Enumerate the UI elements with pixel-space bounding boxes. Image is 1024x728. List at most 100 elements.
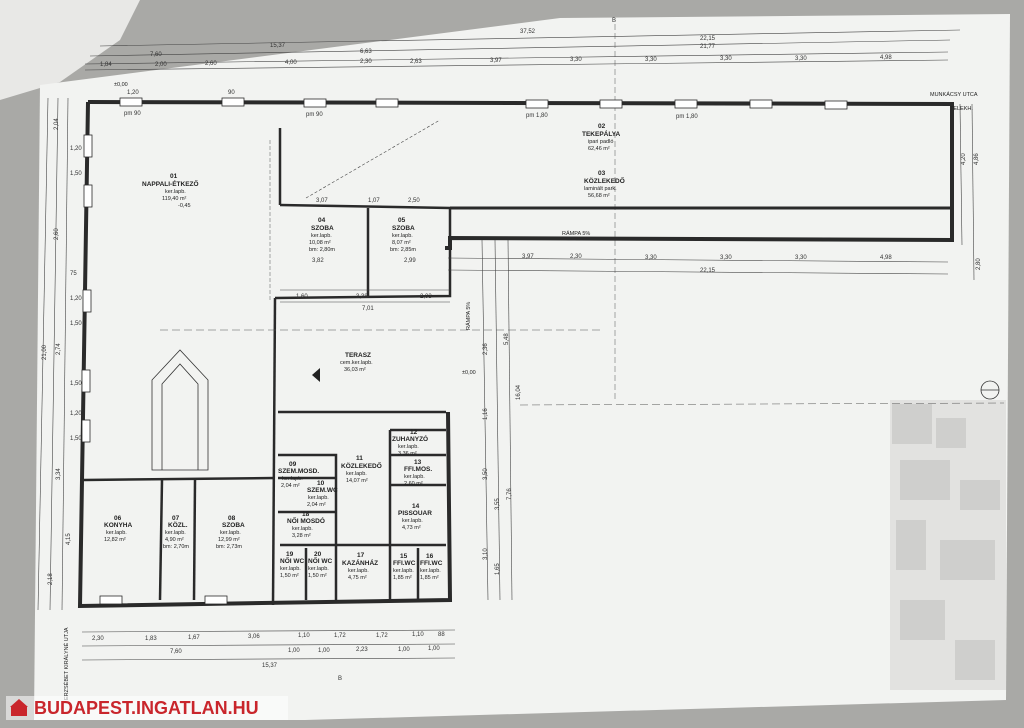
- window-tag: pm 1,80: [526, 113, 548, 119]
- dim-bottom: 2,30: [92, 636, 104, 642]
- top-dimension-lines: [84, 29, 961, 71]
- house-icon: [10, 699, 28, 717]
- dim-bottom: 7,60: [170, 649, 182, 655]
- room-name: KÖZL.: [168, 520, 188, 529]
- dim-top: 2,60: [205, 61, 217, 67]
- room-floor: cem.ker.lapb.: [340, 360, 373, 366]
- dim-top: 3,30: [720, 56, 732, 62]
- dim-bottom: 1,00: [428, 646, 440, 652]
- dim-top: 4,98: [880, 55, 892, 61]
- dim-left: 1,50: [70, 381, 82, 387]
- dim-inner: 1,07: [368, 198, 380, 204]
- room-number: 20: [314, 551, 322, 558]
- room-06: 06 KONYHA ker.lapb. 12,82 m²: [104, 515, 132, 543]
- plot-label: TELEKH.: [950, 106, 973, 112]
- room-name: NAPPALI-ÉTKEZŐ: [142, 179, 199, 188]
- room-terasz: TERASZ cem.ker.lapb. 36,03 m²: [340, 352, 373, 373]
- paper-corner: [0, 0, 140, 100]
- room-03: 03 KÖZLEKEDŐ laminált park. 56,68 m²: [584, 170, 625, 199]
- room-area: 1,85 m²: [393, 575, 412, 581]
- room-11: 11 KÖZLEKEDŐ ker.lapb. 14,07 m²: [341, 455, 382, 484]
- room-floor: ker.lapb.: [308, 566, 329, 572]
- dim-bottom: 2,23: [356, 647, 368, 653]
- dim-bottom: 1,10: [412, 632, 424, 638]
- room-number: 12: [410, 429, 418, 436]
- room-name: KONYHA: [104, 522, 132, 529]
- dim-top: 1,84: [100, 62, 112, 68]
- dim-bottom: 1,72: [334, 633, 346, 639]
- window-tag: 1,20: [127, 90, 139, 96]
- room-number: 06: [114, 515, 122, 522]
- bottom-dims-row2: 7,60 1,00 1,00 2,23 1,00 1,00: [170, 646, 440, 655]
- room-01: 01 NAPPALI-ÉTKEZŐ ker.lapb. 119,40 m² -0…: [142, 173, 199, 209]
- dim-mid: 2,30: [570, 254, 582, 260]
- window-marks: [81, 97, 848, 605]
- room-floor: ker.lapb.: [308, 495, 329, 501]
- dim-left: 1,50: [70, 436, 82, 442]
- dim-inner: 7,01: [362, 306, 374, 312]
- room-name: SZEM.WC: [307, 487, 338, 494]
- room-number: 15: [400, 553, 408, 560]
- room-18: 18 NŐI MOSDÓ ker.lapb. 3,28 m²: [287, 511, 325, 539]
- room-name: SZOBA: [311, 225, 334, 232]
- dim-left: 1,50: [70, 171, 82, 177]
- dim-bottom: 1,00: [288, 648, 300, 654]
- bottom-dimension-lines: [81, 629, 456, 661]
- room-floor: ker.lapb.: [106, 530, 127, 536]
- dim-inner: 3,07: [316, 198, 328, 204]
- room-area: 10,08 m²: [309, 240, 331, 246]
- dim-top: 21,77: [700, 44, 716, 50]
- dim-top: 3,97: [490, 58, 502, 64]
- blurred-title-cells: [892, 404, 1000, 680]
- room-floor: ipari padló: [588, 139, 613, 145]
- room-name: NŐI WC: [308, 556, 332, 565]
- room-number: 01: [170, 173, 178, 180]
- room-name: NŐI WC: [280, 556, 304, 565]
- top-dims-row2: 15,37 22,15: [270, 36, 716, 49]
- dim-right: 3,10: [483, 548, 489, 560]
- room-number: 16: [426, 553, 434, 560]
- window-tag: 90: [228, 90, 235, 96]
- dim-right: 3,50: [483, 468, 489, 480]
- dim-right: 2,36: [483, 343, 489, 355]
- room-area: 12,99 m²: [218, 537, 240, 543]
- room-area: 1,85 m²: [420, 575, 439, 581]
- dim-mid: 3,97: [522, 254, 534, 260]
- dim-left: 2,04: [54, 118, 60, 130]
- dim-left: 1,20: [70, 296, 82, 302]
- inner-dims: 3,07 1,07 2,50 3,82 2,99 1,60 3,38 2,03 …: [296, 198, 432, 312]
- dim-left: 1,20: [70, 146, 82, 152]
- room-area: 62,46 m²: [588, 146, 610, 152]
- room-number: 10: [317, 480, 325, 487]
- bottom-dims-row1: 2,30 1,83 1,67 3,06 1,10 1,72 1,72 1,10 …: [92, 632, 445, 642]
- dim-bottom: 1,00: [318, 648, 330, 654]
- room-floor: ker.lapb.: [220, 530, 241, 536]
- dim-right: 5,48: [504, 333, 510, 345]
- ramp-label-vertical: RÁMPA 5%: [465, 302, 472, 330]
- dim-left: 2,74: [56, 343, 62, 355]
- dim-bottom: 1,83: [145, 636, 157, 642]
- room-floor: ker.lapb.: [282, 476, 303, 482]
- window-tags: 1,20 pm 90 90 pm 90 pm 1,80 pm 1,80: [124, 90, 698, 120]
- room-14: 14 PISSOUAR ker.lapb. 4,73 m²: [398, 503, 432, 531]
- ramp-label: RÁMPA 5%: [562, 230, 590, 237]
- room-floor: ker.lapb.: [404, 474, 425, 480]
- room-number: 09: [289, 461, 297, 468]
- room-area: 3,36 m²: [398, 451, 417, 457]
- room-floor: ker.lapb.: [165, 189, 186, 195]
- room-number: 13: [414, 459, 422, 466]
- dim-mid: 3,30: [795, 255, 807, 261]
- room-name: TEKEPÁLYA: [582, 129, 620, 138]
- room-number: 07: [172, 515, 180, 522]
- right-dimension-lines: [481, 103, 975, 601]
- dim-right: 16,04: [516, 384, 522, 400]
- room-number: 05: [398, 217, 406, 224]
- room-floor: ker.lapb.: [311, 233, 332, 239]
- dim-mid: 3,30: [720, 255, 732, 261]
- right-dims: 4,20 4,86 2,80 3,50 3,55 7,76 3,10 1,65 …: [483, 153, 982, 575]
- room-number: 03: [598, 170, 606, 177]
- room-name: FFI.WC: [393, 560, 416, 567]
- room-floor: ker.lapb.: [420, 568, 441, 574]
- room-floor: ker.lapb.: [392, 233, 413, 239]
